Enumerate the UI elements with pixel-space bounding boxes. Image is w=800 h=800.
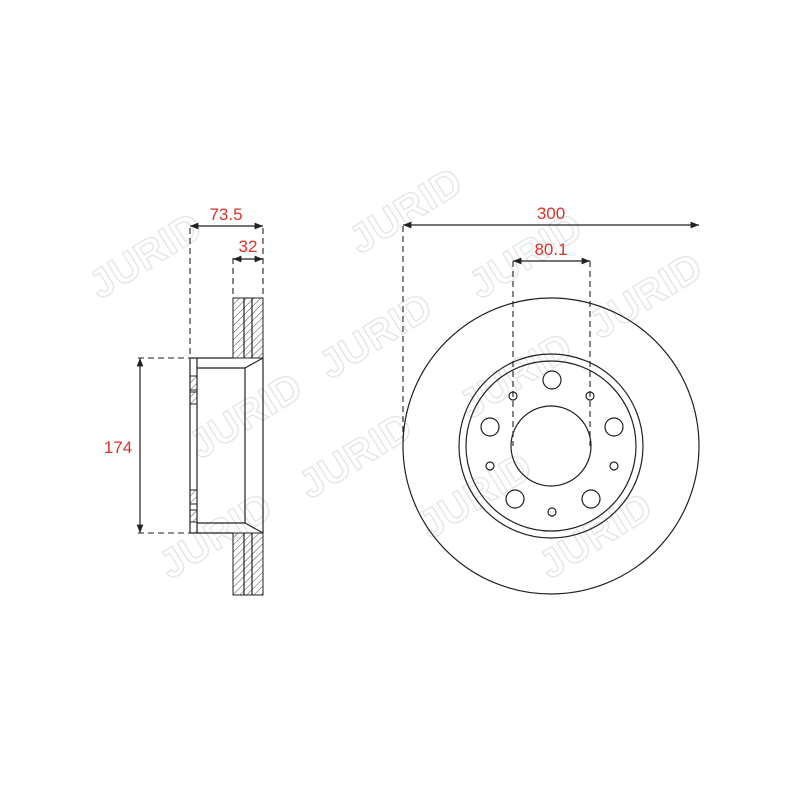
- dim-hub-height-label: 73.5: [209, 205, 242, 224]
- center-bore: [510, 405, 592, 487]
- hub-wall-bottom: [189, 509, 198, 523]
- bolt-hole: [480, 417, 500, 437]
- watermark: JURID: [461, 204, 590, 308]
- watermark: JURID: [181, 364, 310, 468]
- friction-ring-top: [232, 297, 264, 359]
- watermark: JURID: [341, 159, 470, 263]
- bolt-hole: [604, 417, 624, 437]
- disc-outer-edge: [402, 297, 700, 595]
- bolt-hole: [581, 489, 601, 509]
- watermark-layer: JURID JURID JURID JURID JURID JURID JURI…: [81, 158, 712, 588]
- dim-center-bore-height-label: 174: [104, 438, 132, 457]
- locating-hole: [547, 507, 557, 517]
- watermark: JURID: [81, 204, 210, 308]
- dim-disc-thickness-label: 32: [239, 237, 258, 256]
- hub-flange-bottom: [189, 489, 198, 505]
- hub-wall-top: [189, 391, 198, 405]
- friction-ring-bottom: [232, 532, 264, 596]
- watermark: JURID: [451, 324, 580, 428]
- hub-inner-ring: [465, 360, 637, 532]
- hub-flange-top: [189, 375, 198, 391]
- dim-outer-diameter-label: 300: [537, 204, 565, 223]
- hub-outer-ring: [458, 353, 644, 539]
- bolt-hole: [542, 370, 562, 390]
- locating-hole: [485, 461, 495, 471]
- disc-side-section-view: 73.5 32 174: [104, 205, 264, 596]
- watermark: JURID: [291, 404, 420, 508]
- disc-front-view: 300 80.1: [402, 204, 700, 595]
- locating-hole: [609, 461, 619, 471]
- watermark: JURID: [311, 284, 440, 388]
- dim-center-bore-label: 80.1: [534, 240, 567, 259]
- bolt-hole: [505, 489, 525, 509]
- watermark: JURID: [531, 484, 660, 588]
